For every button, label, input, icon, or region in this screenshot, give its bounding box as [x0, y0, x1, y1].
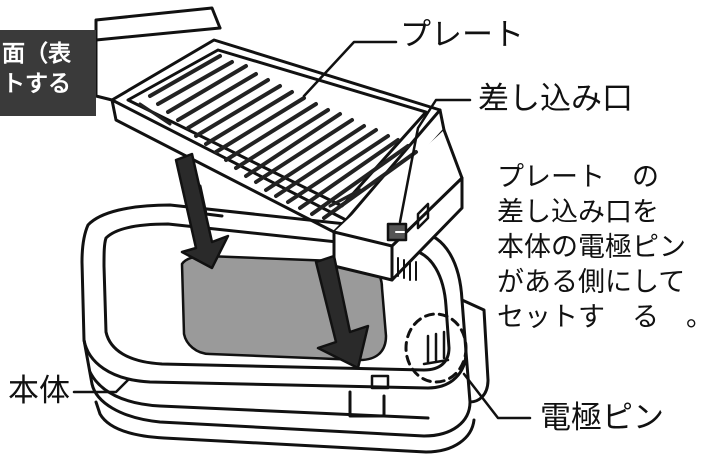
- instruction-line: 差し込み口を: [497, 197, 659, 228]
- leader-lines: [72, 40, 532, 420]
- slot-label: 差し込み口: [478, 81, 633, 117]
- body-label: 本体: [8, 373, 70, 409]
- instruction-text: プレート の 差し込み口を 本体の電極ピン がある側にして セットす る 。: [497, 160, 703, 335]
- instruction-line: 本体の電極ピン: [497, 232, 686, 263]
- plate-label: プレート: [400, 17, 524, 53]
- instruction-line: がある側にして: [497, 267, 686, 298]
- instruction-line: プレート の: [497, 162, 659, 193]
- electrode-pin-label: 電極ピン: [540, 400, 664, 436]
- plate-grate: [138, 54, 418, 220]
- arrow-left: [174, 152, 230, 270]
- cropped-heading-banner: 面（表 トする: [0, 30, 96, 116]
- arrow-right: [314, 254, 370, 370]
- banner-line: トする: [2, 71, 71, 97]
- banner-line: 面（表: [2, 41, 71, 67]
- instruction-line: セットす る 。: [497, 302, 703, 333]
